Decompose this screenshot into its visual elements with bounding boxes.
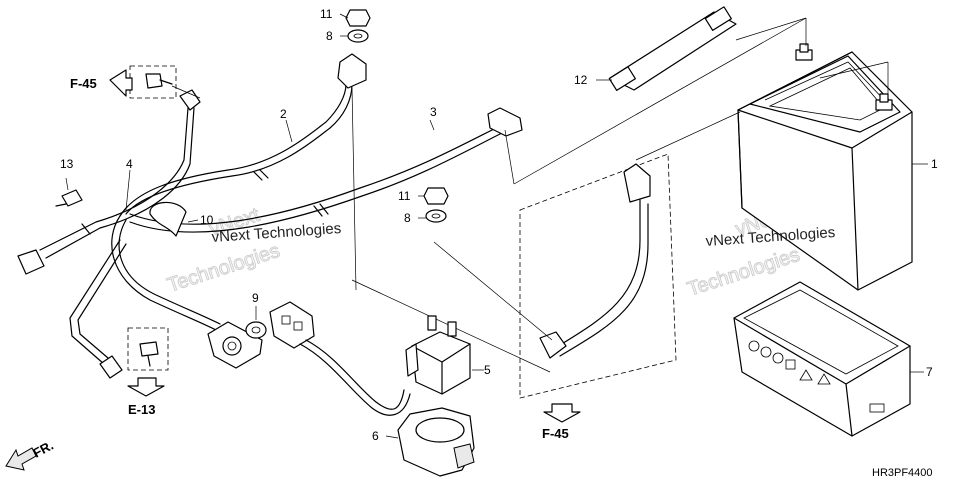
cable-3-part (129, 107, 523, 233)
harness-2-part (119, 53, 367, 291)
callout-numbers: 1 2 3 4 5 6 7 8 8 9 10 11 11 12 13 (60, 7, 938, 443)
callout-8-top: 8 (326, 29, 333, 43)
starter-relay-part (405, 315, 471, 395)
battery-part (513, 17, 913, 291)
nut-washer-top-part (345, 9, 371, 43)
callout-8-middle: 8 (404, 211, 411, 225)
callout-13: 13 (60, 157, 74, 171)
battery-strap-part (596, 6, 737, 91)
bolt-e13-part (127, 327, 169, 397)
ref-f45-bottom: F-45 (542, 426, 569, 441)
callout-12: 12 (574, 73, 588, 87)
callout-1: 1 (931, 157, 938, 171)
ref-f45-top: F-45 (70, 76, 97, 91)
harness-4-part (17, 89, 221, 379)
relay-connector-part (269, 301, 411, 416)
positive-cable-group (351, 111, 741, 423)
callout-9: 9 (252, 291, 259, 305)
battery-box-part (733, 281, 911, 437)
ghost-watermark-2: Technologies (165, 240, 283, 297)
callout-leaders (339, 13, 928, 373)
nut-washer-middle-part (423, 187, 449, 223)
front-arrow-icon (5, 447, 37, 471)
callout-7: 7 (926, 365, 933, 379)
bolt-f45-part (109, 65, 201, 99)
ghost-watermarks: vNext Technologies vNext Technologies (164, 203, 803, 301)
callout-11-top: 11 (320, 7, 333, 21)
callout-11-middle: 11 (398, 189, 411, 203)
relay-holder-part (385, 407, 475, 477)
callout-3: 3 (430, 105, 437, 119)
callout-2: 2 (280, 107, 287, 121)
diagram-code: HR3PF4400 (872, 467, 933, 479)
terminal-cover-part (207, 306, 267, 369)
ref-e13: E-13 (128, 402, 155, 417)
callout-10: 10 (200, 213, 214, 227)
callout-4: 4 (126, 157, 133, 171)
band-10-part (149, 201, 199, 237)
callout-5: 5 (484, 363, 491, 377)
callout-6: 6 (372, 429, 379, 443)
bolt-13-part (55, 177, 83, 207)
